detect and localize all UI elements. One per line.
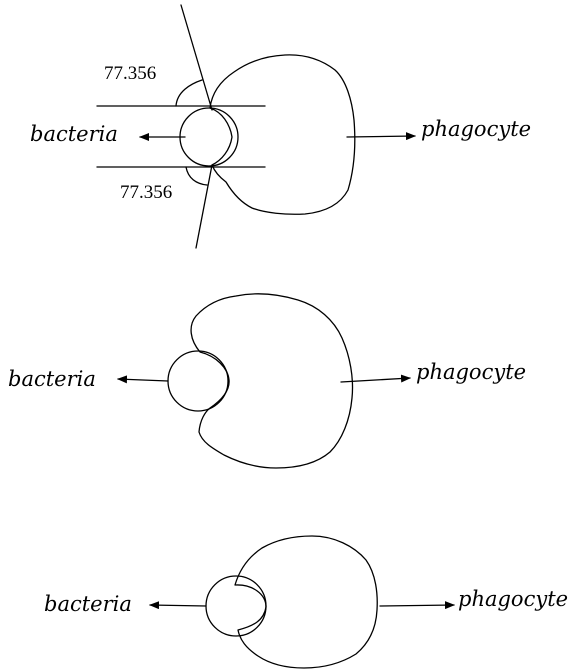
panel-1: 77.356 77.356 bacteria phagocyte [30, 4, 531, 249]
bacteria-cell-1 [179, 107, 239, 167]
phagocyte-cell-2 [190, 293, 354, 469]
phagocyte-cell-1 [209, 54, 356, 215]
bacteria-arrow-3 [149, 601, 207, 610]
angle-arc-bottom [185, 166, 208, 186]
panel-3: bacteria phagocyte [44, 535, 568, 669]
bacteria-label-3: bacteria [44, 592, 132, 616]
phagocyte-cell-3 [234, 535, 378, 669]
phagocyte-arrow-3 [379, 601, 455, 610]
phagocyte-label-2: phagocyte [416, 360, 526, 384]
angle-label-top: 77.356 [104, 63, 156, 84]
phagocyte-arrow-2 [340, 374, 411, 383]
angle-label-bottom: 77.356 [120, 182, 172, 203]
angle-arc-top [175, 79, 203, 107]
phagocyte-label-1: phagocyte [421, 117, 531, 141]
contact-line-top [180, 4, 213, 111]
bacteria-label-1: bacteria [30, 122, 118, 146]
bacteria-label-2: bacteria [8, 367, 96, 391]
bacteria-arrow-2 [117, 375, 169, 384]
phagocyte-label-3: phagocyte [458, 587, 568, 611]
bacteria-cell-2 [167, 350, 229, 412]
panel-2: bacteria phagocyte [8, 293, 526, 469]
contact-line-bottom [195, 164, 213, 249]
phagocyte-arrow-1 [346, 132, 416, 141]
